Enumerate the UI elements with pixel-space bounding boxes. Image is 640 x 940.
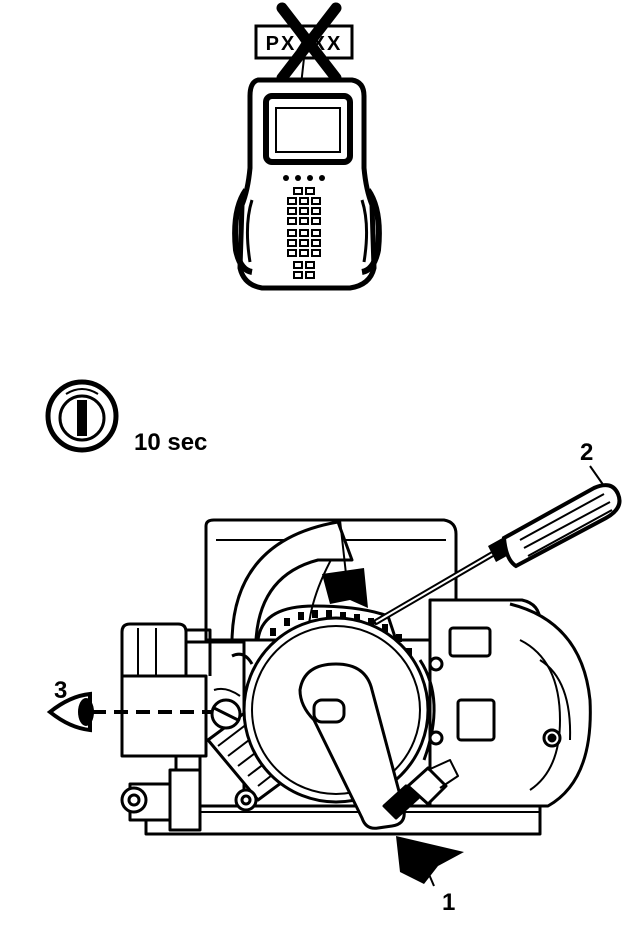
callout-3: 3 bbox=[54, 677, 67, 704]
push-arrow-icon bbox=[396, 836, 464, 884]
callout-1: 1 bbox=[442, 889, 455, 916]
throttle-body-assembly bbox=[70, 518, 592, 836]
keypad bbox=[287, 187, 321, 279]
rotation-arrow-icon bbox=[322, 568, 368, 608]
callout-2: 2 bbox=[580, 439, 593, 466]
function-keys bbox=[283, 175, 325, 181]
throttle-lever-wheel bbox=[242, 616, 459, 830]
eye-icon bbox=[46, 691, 94, 733]
screwdriver-icon bbox=[373, 483, 622, 625]
duration-label: 10 sec bbox=[134, 429, 207, 456]
tps-connector bbox=[120, 622, 212, 758]
ignition-key-icon bbox=[45, 379, 119, 453]
scan-tool-icon: PXXXX bbox=[232, 2, 382, 291]
x-mark-icon bbox=[276, 2, 342, 84]
